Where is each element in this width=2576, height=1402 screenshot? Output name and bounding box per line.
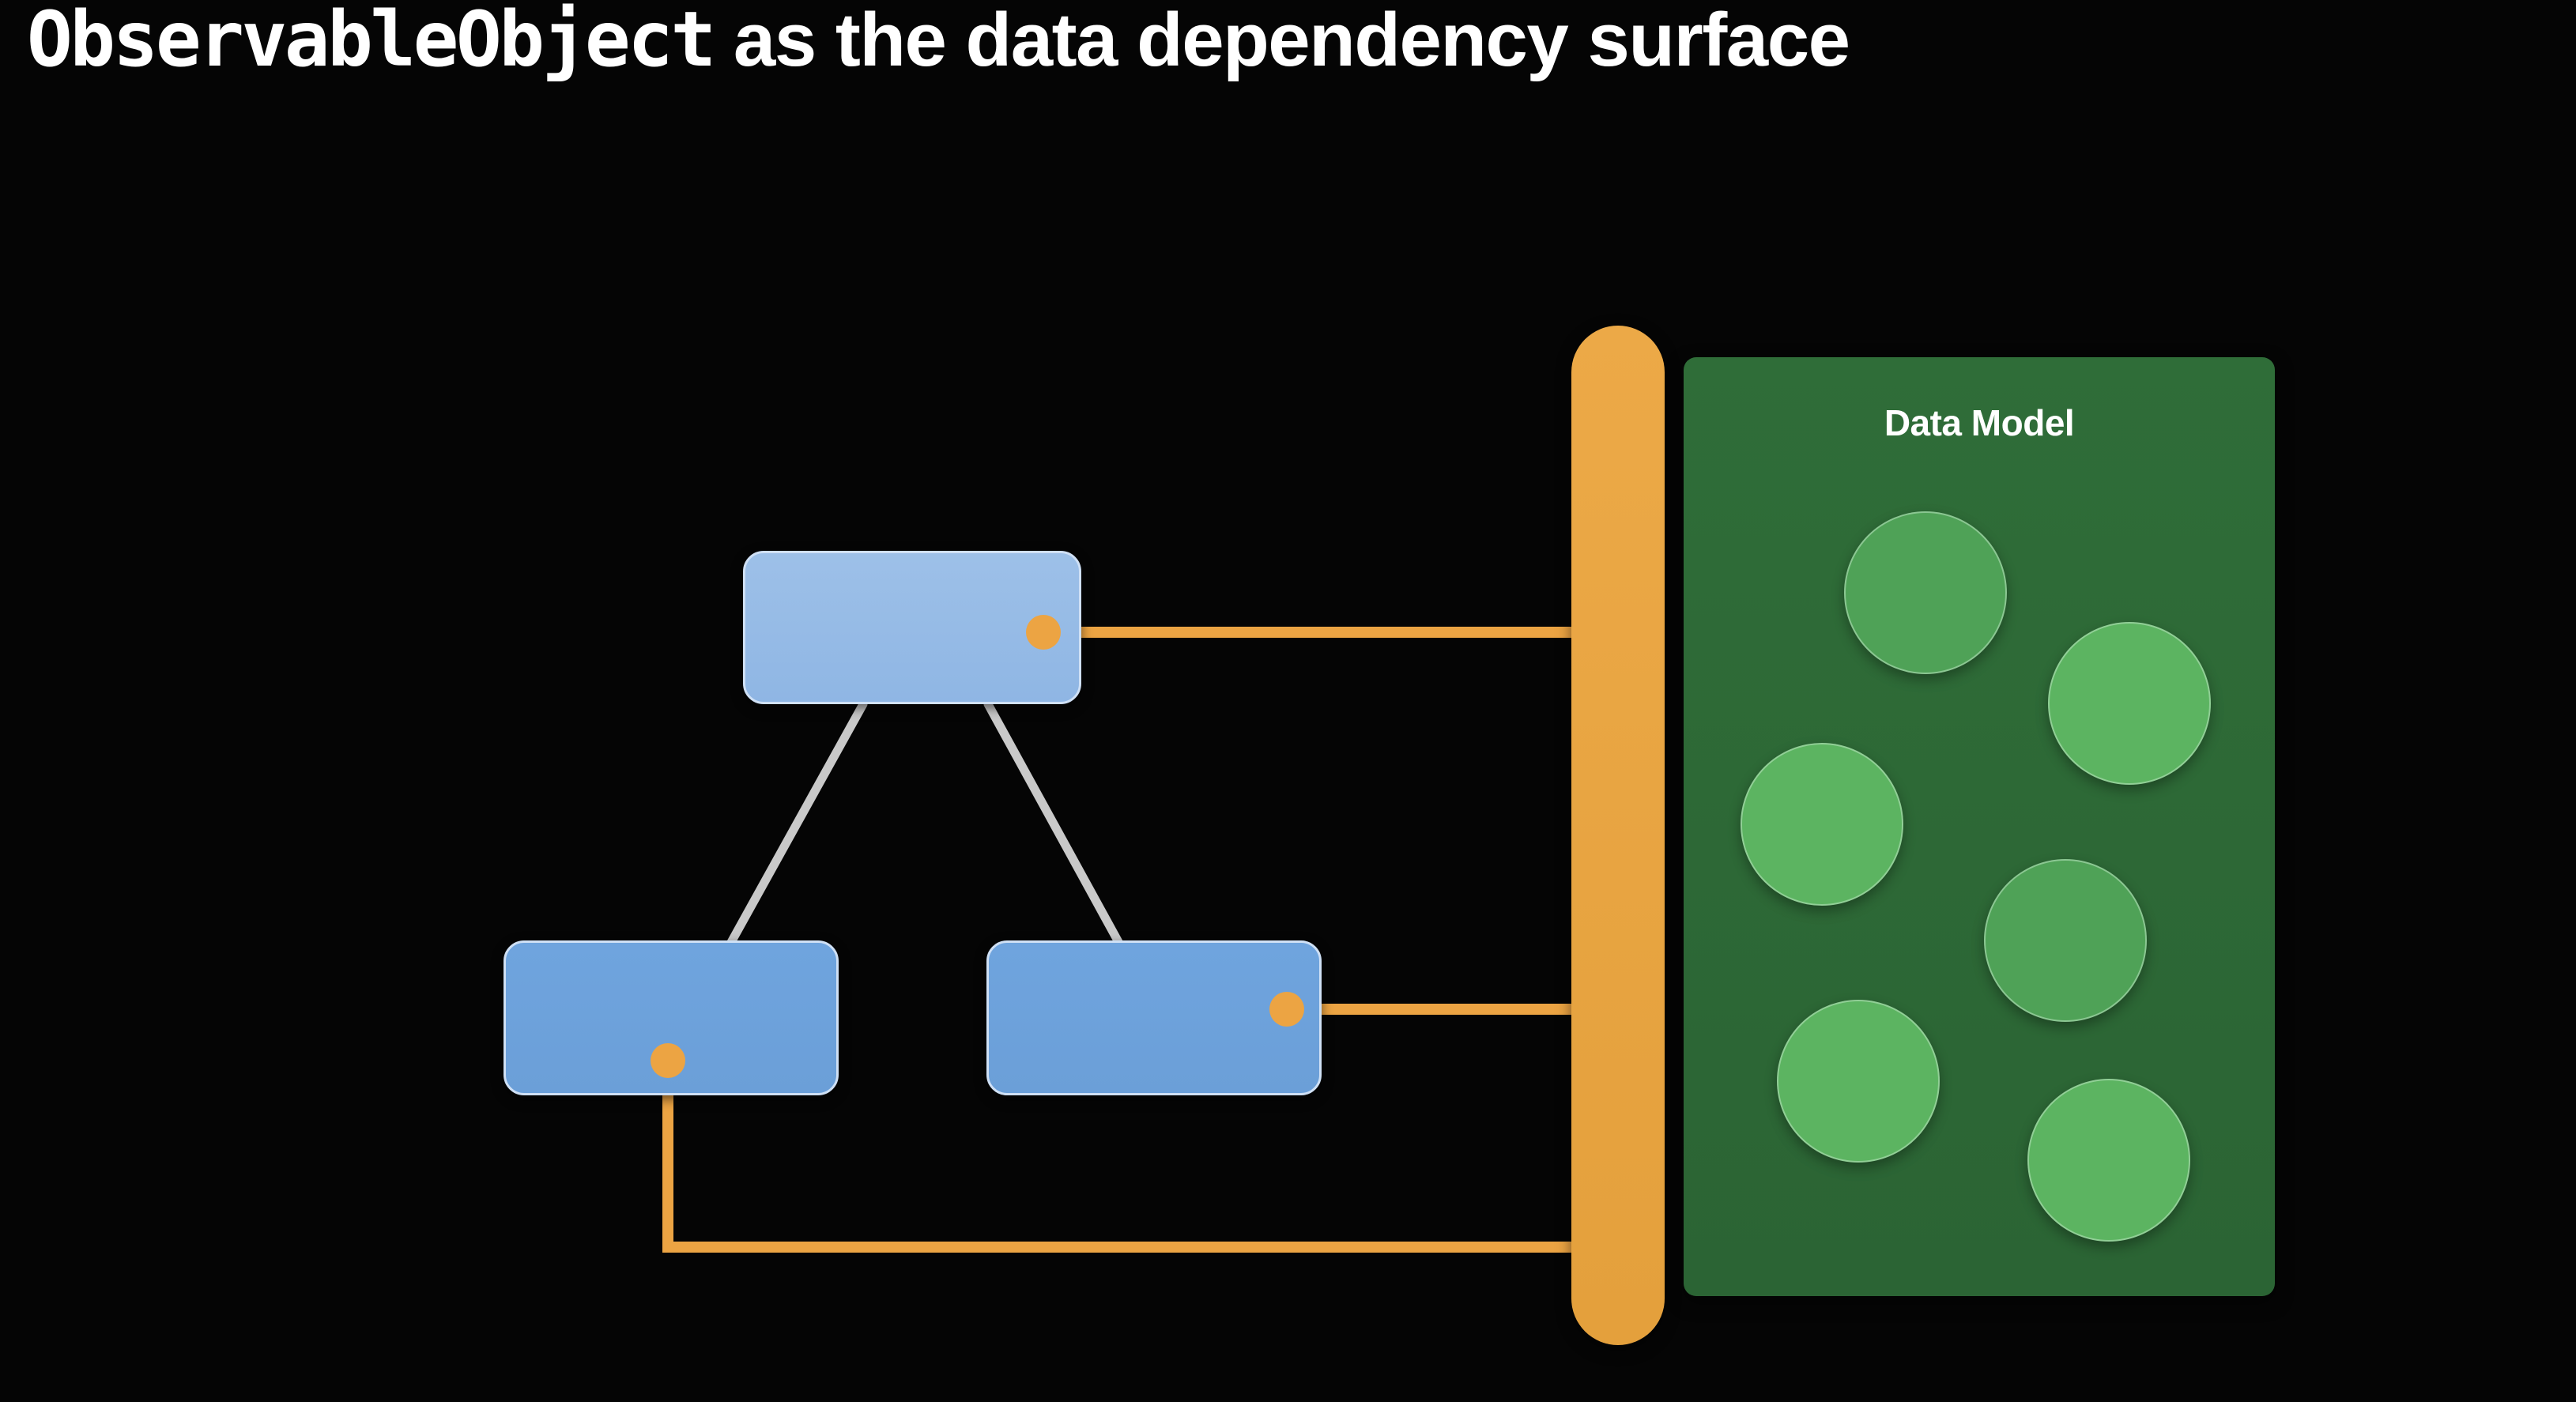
hierarchy-edge-group (709, 699, 1141, 978)
page-title-mono-part: ObservableObject (27, 0, 716, 84)
model-object-3 (1741, 743, 1903, 906)
data-model-panel[interactable]: Data Model (1684, 357, 2275, 1296)
model-object-2 (2048, 622, 2211, 785)
observation-edge-group (662, 627, 1577, 1253)
connector-dot-root-view[interactable] (1026, 615, 1061, 650)
model-object-6 (2027, 1079, 2190, 1242)
model-object-1 (1844, 511, 2007, 674)
model-object-5 (1777, 1000, 1940, 1163)
model-object-4 (1984, 859, 2147, 1022)
observable-object-bar[interactable] (1571, 326, 1665, 1345)
hierarchy-edge (709, 699, 868, 978)
hierarchy-edge (983, 699, 1141, 978)
right-view-node[interactable] (986, 940, 1322, 1095)
page-title: ObservableObject as the data dependency … (27, 2, 1850, 78)
data-model-title: Data Model (1884, 402, 2075, 443)
connector-dot-right-view[interactable] (1269, 992, 1304, 1027)
connector-dot-left-view[interactable] (651, 1043, 685, 1078)
page-title-sans-part: as the data dependency surface (713, 0, 1850, 82)
root-view-node[interactable] (743, 551, 1081, 704)
